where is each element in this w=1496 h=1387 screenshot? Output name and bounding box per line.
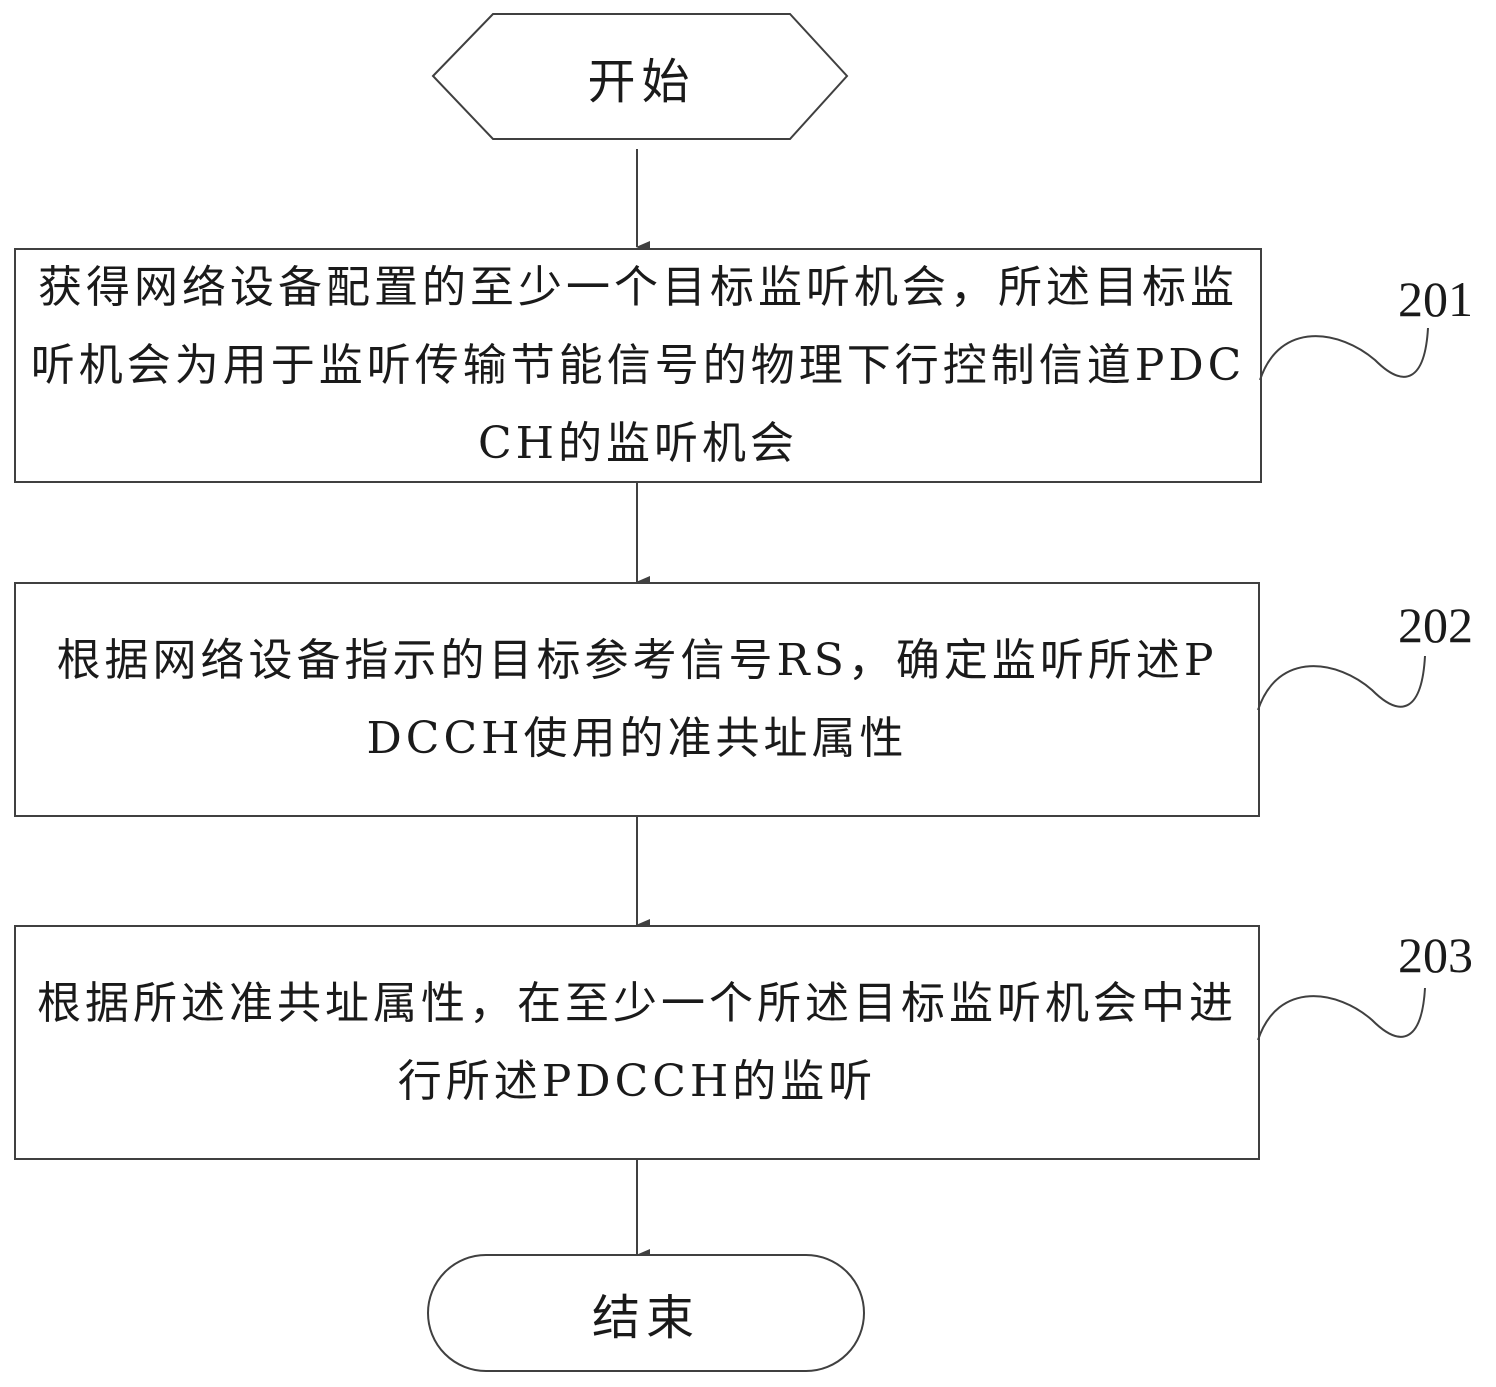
step-box-201 (14, 248, 1262, 483)
step-box-203 (14, 925, 1260, 1160)
step-number-201: 201 (1398, 271, 1473, 327)
step-number-202: 202 (1398, 597, 1473, 653)
leader-202 (1257, 655, 1426, 711)
step-text-202: 根据网络设备指示的目标参考信号RS，确定监听所述PDCCH使用的准共址属性 (56, 635, 1218, 764)
step-box-202 (14, 582, 1260, 817)
step-text-203: 根据所述准共址属性，在至少一个所述目标监听机会中进行所述PDCCH的监听 (37, 978, 1237, 1107)
step-text-201: 获得网络设备配置的至少一个目标监听机会，所述目标监听机会为用于监听传输节能信号的… (30, 262, 1246, 469)
leader-201 (1259, 327, 1429, 381)
end-label: 结束 (591, 1290, 700, 1346)
start-node (431, 13, 849, 140)
step-number-203: 203 (1398, 927, 1473, 983)
leader-203 (1257, 987, 1426, 1041)
end-node (427, 1254, 865, 1372)
start-label: 开始 (587, 53, 696, 110)
